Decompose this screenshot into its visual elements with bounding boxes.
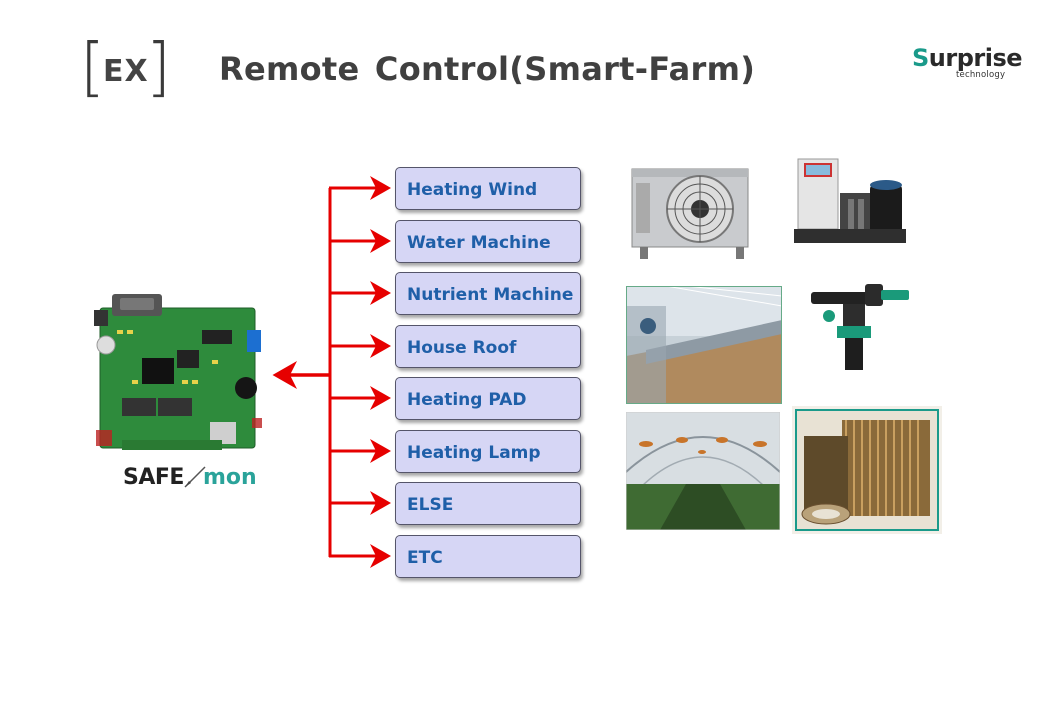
device-box-heating-pad: Heating PAD (395, 377, 581, 420)
logo-subtitle: technology (956, 70, 1006, 80)
device-label: ELSE (407, 495, 454, 515)
pen-icon (184, 466, 206, 488)
device-box-heating-wind: Heating Wind (395, 167, 581, 210)
page-title: Remote Control(Smart-Farm) (219, 50, 756, 88)
device-label: Water Machine (407, 233, 551, 253)
device-box-heating-lamp: Heating Lamp (395, 430, 581, 473)
heating-fan-unit-photo (626, 155, 754, 263)
device-label: Heating Wind (407, 180, 538, 200)
controller-board-photo (94, 294, 262, 450)
greenhouse-roof-photo (626, 286, 782, 404)
device-label: ETC (407, 548, 443, 568)
device-box-etc: ETC (395, 535, 581, 578)
safemon-logo-left: SAFE (123, 465, 184, 490)
logo-first-letter: S (912, 44, 929, 72)
safemon-logo-right: mon (203, 465, 257, 490)
logo-wordmark: Surprise (912, 44, 1023, 72)
ex-bracket-right: ] (146, 31, 171, 105)
ex-bracket-left: [ (80, 31, 105, 105)
device-label: House Roof (407, 338, 517, 358)
device-box-house-roof: House Roof (395, 325, 581, 368)
logo-word-rest: urprise (928, 44, 1023, 72)
device-box-else: ELSE (395, 482, 581, 525)
device-label: Nutrient Machine (407, 285, 574, 305)
surprise-technology-logo: Surprise technology (912, 44, 1023, 86)
ex-label: EX (103, 54, 149, 89)
sprinkler-photo (805, 280, 915, 380)
device-box-water-machine: Water Machine (395, 220, 581, 263)
device-box-nutrient-machine: Nutrient Machine (395, 272, 581, 315)
device-label: Heating Lamp (407, 443, 541, 463)
device-label: Heating PAD (407, 390, 527, 410)
greenhouse-lamp-photo (626, 412, 780, 530)
heating-film-roll-photo (792, 406, 942, 534)
water-machine-photo (790, 155, 910, 255)
